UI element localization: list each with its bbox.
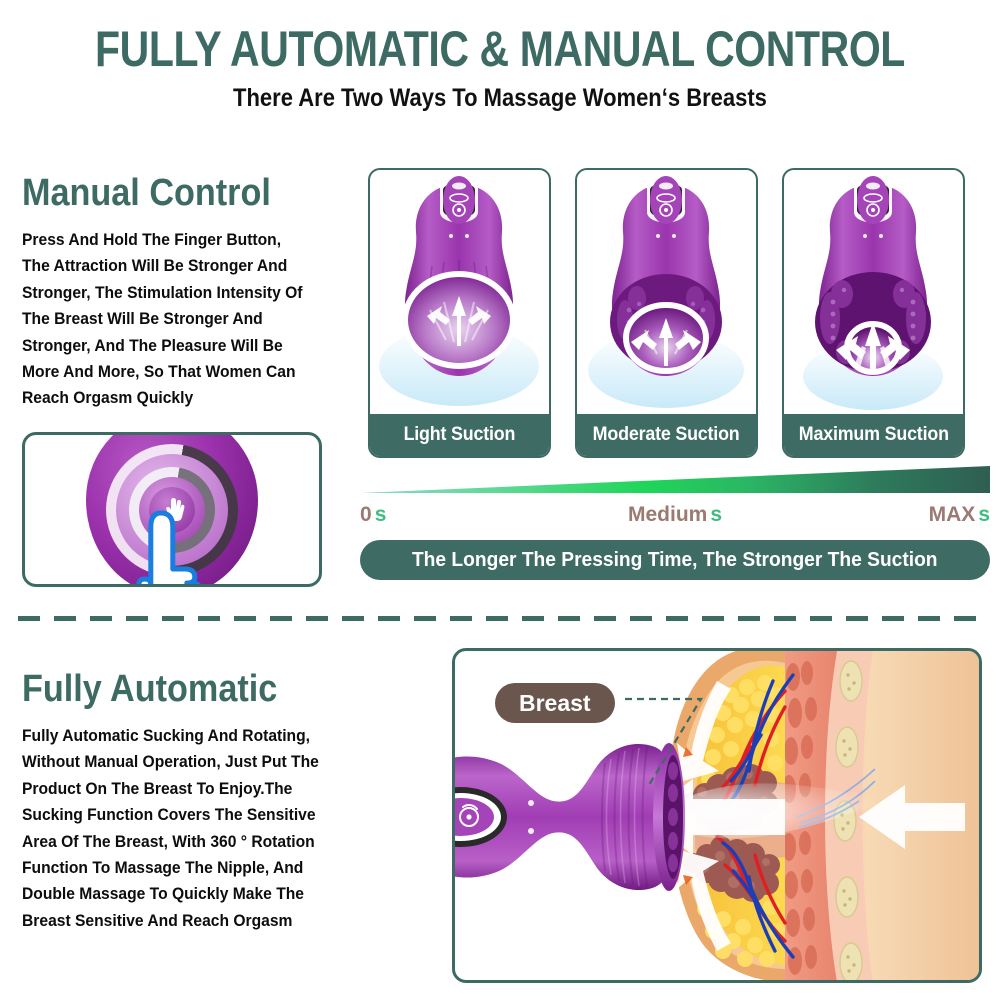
section-divider [18, 616, 982, 621]
page-subtitle: There Are Two Ways To Massage Women‘s Br… [233, 84, 767, 112]
breast-anatomy-frame: Breast [452, 648, 982, 983]
scale-end-value: MAX [928, 503, 976, 526]
breast-callout-text: Breast [519, 689, 591, 716]
device-illustration-automatic [455, 743, 685, 891]
scale-start-unit: s [374, 503, 387, 526]
paragraph-line: Stronger, The Stimulation Intensity Of [22, 283, 303, 302]
paragraph-line: Without Manual Operation, Just Put The [22, 753, 319, 772]
paragraph-line: Reach Orgasm Quickly [22, 389, 194, 408]
paragraph-line: Sucking Function Covers The Sensitive [22, 806, 316, 825]
paragraph-line: Breast Sensitive And Reach Orgasm [22, 911, 293, 930]
paragraph-line: Function To Massage The Nipple, And [22, 858, 304, 877]
suction-label-text: Maximum Suction [798, 424, 949, 445]
fully-automatic-section: Fully Automatic Fully Automatic Sucking … [22, 668, 357, 934]
device-svg-light [379, 176, 539, 406]
paragraph-line: Stronger, And The Pleasure Will Be [22, 336, 283, 355]
paragraph-line: The Breast Will Be Stronger And [22, 310, 263, 329]
suction-card-light: Light Suction [368, 168, 551, 458]
suction-card-label: Maximum Suction [784, 414, 963, 456]
manual-control-paragraph: Press And Hold The Finger Button, The At… [22, 227, 352, 412]
paragraph-line: More And More, So That Women Can [22, 362, 296, 381]
page-title: FULLY AUTOMATIC & MANUAL CONTROL [95, 21, 905, 77]
paragraph-line: Press And Hold The Finger Button, [22, 231, 282, 249]
fully-automatic-heading: Fully Automatic [22, 668, 278, 710]
suction-label-text: Light Suction [403, 424, 516, 445]
suction-banner: The Longer The Pressing Time, The Strong… [360, 540, 990, 580]
scale-end-unit: s [978, 503, 990, 526]
fully-automatic-paragraph: Fully Automatic Sucking And Rotating, Wi… [22, 723, 357, 934]
manual-control-heading: Manual Control [22, 172, 271, 214]
breast-anatomy-illustration [620, 651, 979, 980]
intensity-gradient-bar [360, 462, 990, 496]
paragraph-line: Fully Automatic Sucking And Rotating, [22, 727, 310, 745]
device-illustration-light [370, 170, 549, 414]
suction-label-text: Moderate Suction [593, 424, 740, 445]
suction-card-label: Moderate Suction [577, 414, 756, 456]
paragraph-line: Double Massage To Quickly Make The [22, 885, 304, 904]
pointing-finger-icon [136, 510, 202, 584]
header: FULLY AUTOMATIC & MANUAL CONTROL There A… [0, 0, 1000, 113]
breast-callout-badge: Breast [495, 683, 615, 723]
scale-middle-value: Medium [627, 503, 708, 526]
finger-press-illustration [25, 435, 319, 584]
suction-card-label: Light Suction [370, 414, 549, 456]
suction-banner-text: The Longer The Pressing Time, The Strong… [412, 548, 938, 571]
paragraph-line: Product On The Breast To Enjoy.The [22, 779, 293, 798]
device-illustration-maximum [784, 170, 963, 414]
scale-start-value: 0 [360, 503, 372, 526]
device-svg-maximum [803, 176, 943, 410]
suction-card-maximum: Maximum Suction [782, 168, 965, 458]
paragraph-line: The Attraction Will Be Stronger And [22, 257, 288, 276]
paragraph-line: Area Of The Breast, With 360 ° Rotation [22, 832, 315, 851]
manual-control-section: Manual Control Press And Hold The Finger… [22, 172, 352, 412]
callout-leader-line [625, 697, 703, 786]
device-svg-moderate [588, 176, 744, 408]
finger-press-image-frame [22, 432, 322, 587]
device-illustration-moderate [577, 170, 756, 414]
suction-card-moderate: Moderate Suction [575, 168, 758, 458]
scale-middle-unit: s [710, 503, 723, 526]
